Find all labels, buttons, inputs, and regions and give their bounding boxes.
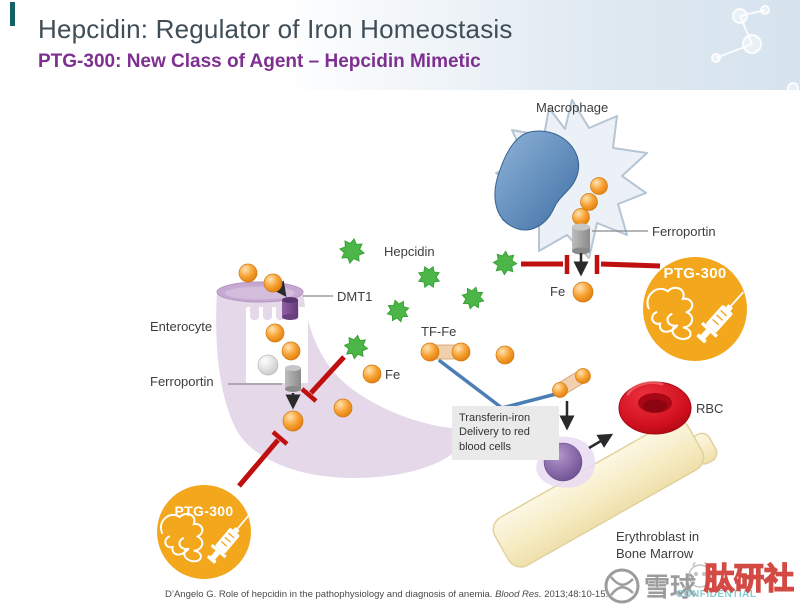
ferroportin-enterocyte-label: Ferroportin [150,374,214,389]
transferrin-delivery-path [438,359,558,410]
slide-header: Hepcidin: Regulator of Iron Homeostasis … [0,0,800,90]
fe-macrophage-label: Fe [550,284,566,299]
transferrin-note: Transferin-iron Delivery to red blood ce… [452,406,559,460]
enterocyte-label: Enterocyte [150,319,213,334]
ferroportin-channel-enterocyte [285,365,301,392]
enterocyte-cell [216,281,468,479]
dmt1-channel [282,297,298,320]
page-title: Hepcidin: Regulator of Iron Homeostasis [38,14,513,44]
macrophage-nucleus [494,130,580,231]
page-subtitle: PTG-300: New Class of Agent – Hepcidin M… [38,51,481,72]
bone-marrow-cylinder [492,419,718,568]
ptg300-label-right: PTG-300 [663,265,727,282]
xueqiu-logo-icon [604,568,640,604]
molecule-decoration-icon [711,5,799,90]
confidential-watermark: CONFIDENTIAL [676,589,757,600]
tf-fe-capsule-marrow [552,368,591,398]
ptg300-badge-right [643,257,752,361]
dmt1-label: DMT1 [337,289,373,304]
tf-fe-capsule [420,342,471,362]
tf-fe-label: TF-Fe [421,324,457,339]
peptide-society-watermark: 肽研社 [703,562,795,597]
inhibition-bars [237,255,661,488]
rbc-cell [618,380,692,435]
ferroportin-channel-macrophage [572,223,590,255]
rbc-label: RBC [696,401,724,416]
ptg300-label-left: PTG-300 [174,503,234,519]
ferroportin-macrophage-label: Ferroportin [652,224,716,239]
label-lines [228,230,648,385]
mascot-icon [688,561,712,588]
hepcidin-label: Hepcidin [384,244,435,259]
citation-journal: Blood Res. [495,589,542,600]
iron-particles [238,263,594,432]
erythroblast-label: Erythroblast in Bone Marrow [616,529,700,562]
fe-enterocyte-label: Fe [385,367,401,382]
citation: D’Angelo G. Role of hepcidin in the path… [165,589,608,600]
citation-text: D’Angelo G. Role of hepcidin in the path… [165,589,496,600]
macrophage-cell [494,99,648,259]
xueqiu-watermark: 雪球 [644,572,697,602]
header-accent-bar [10,2,15,26]
citation-pages: 2013;48:10-15. [541,589,609,600]
ptg300-badge-left [157,485,256,579]
ferritin-sphere [257,354,279,376]
macrophage-label: Macrophage [536,100,609,115]
